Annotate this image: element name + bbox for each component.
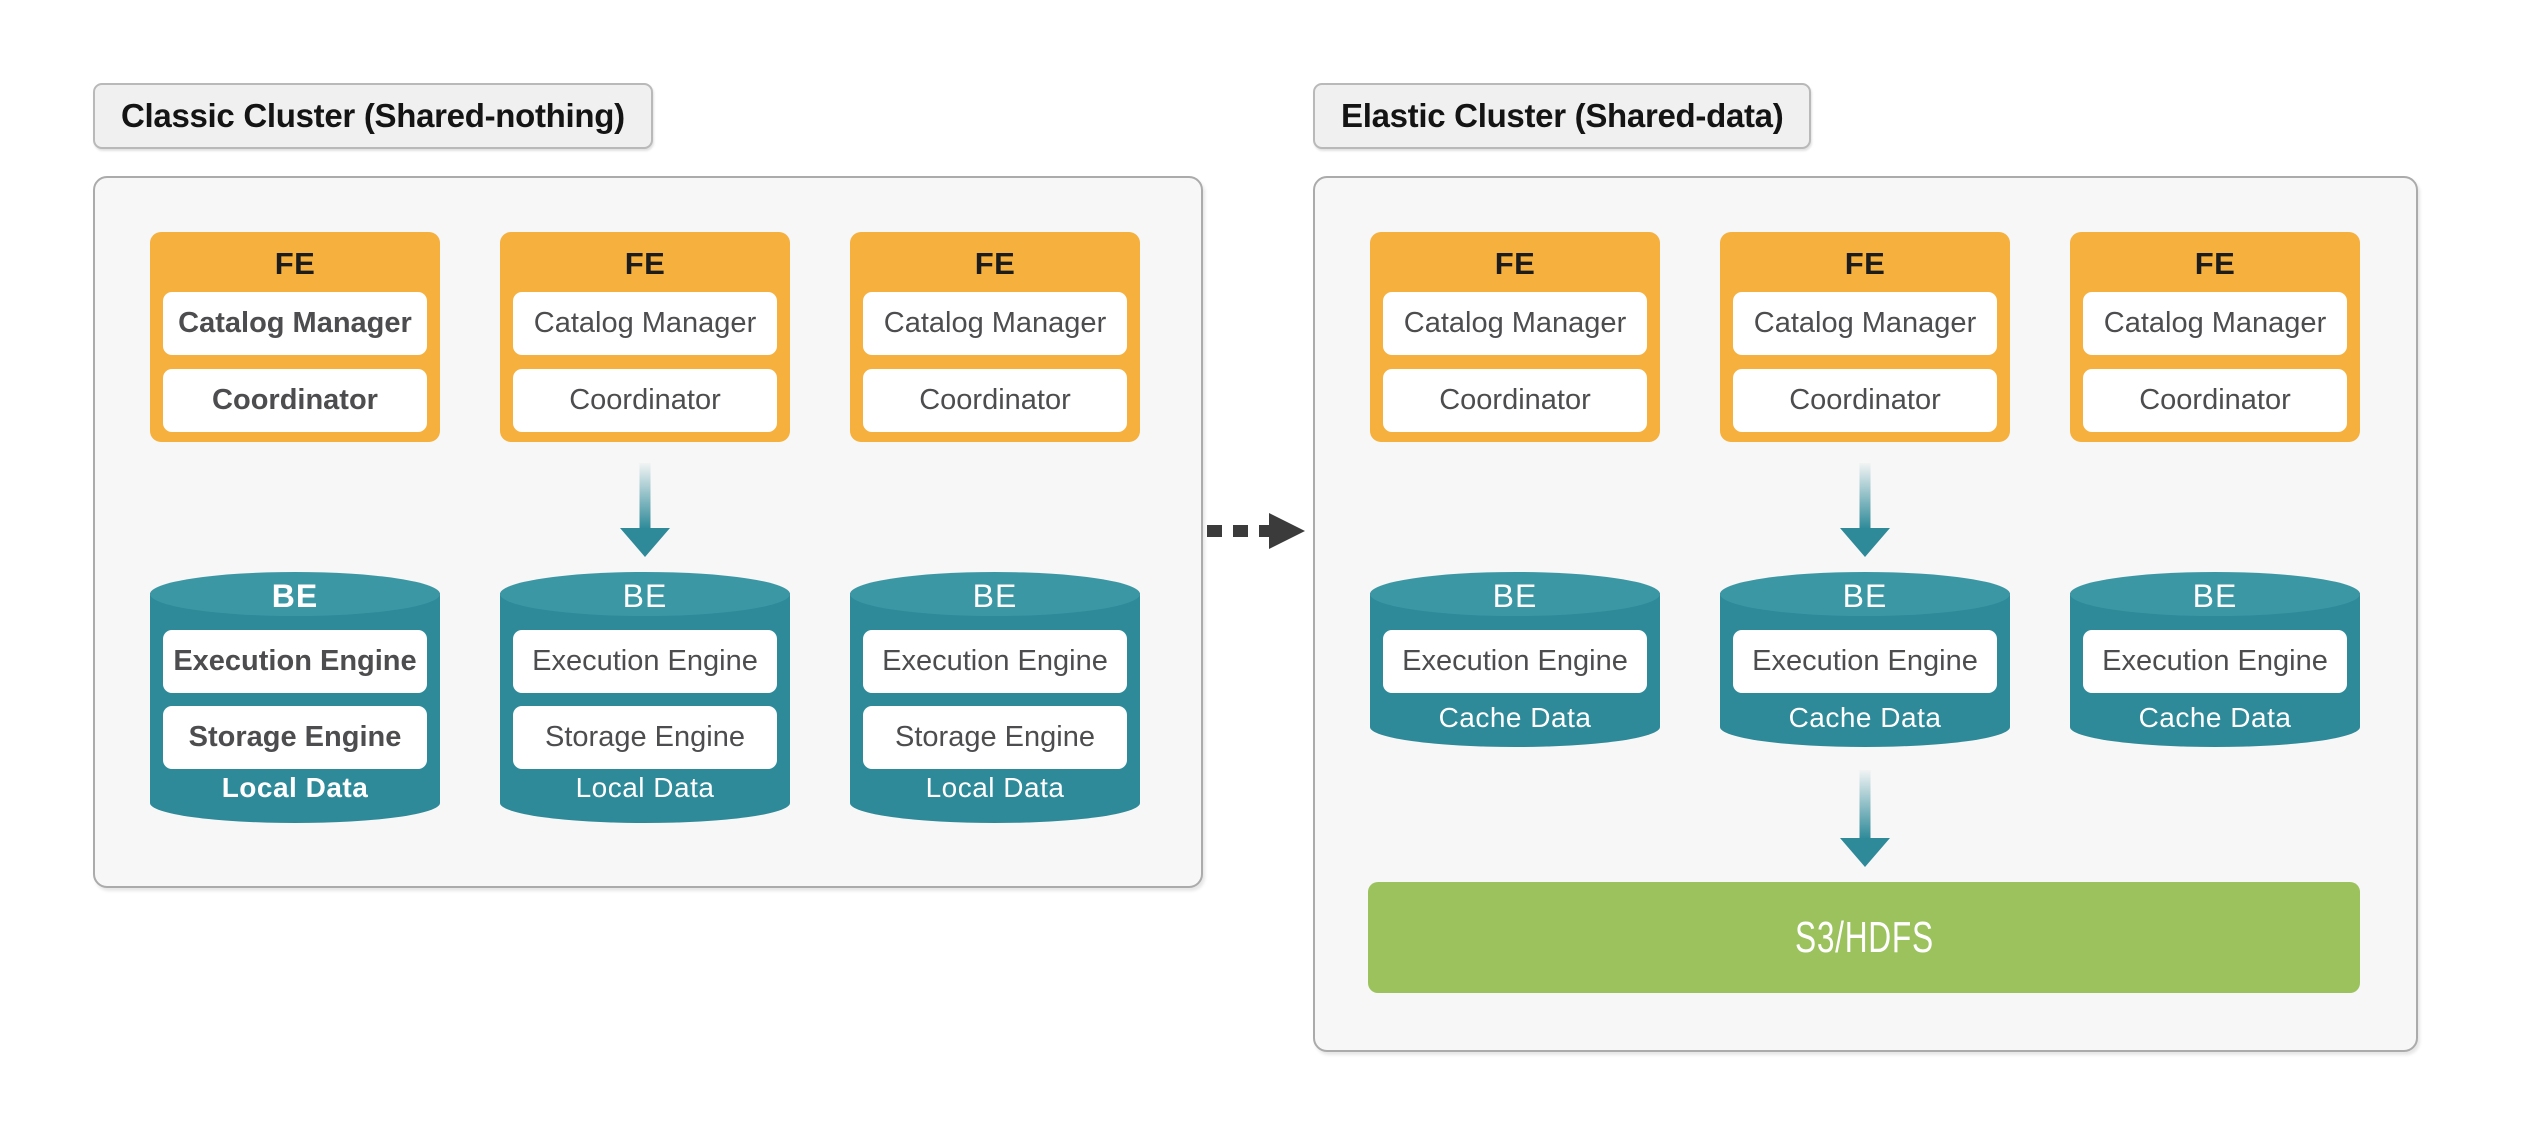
local-data-label: Local Data: [221, 772, 369, 803]
coordinator-box: Coordinator: [2083, 369, 2347, 432]
fe-label: FE: [274, 246, 316, 281]
elastic-cluster-title-badge: Elastic Cluster (Shared-data): [1313, 83, 1812, 149]
execution-engine-box: Execution Engine: [163, 630, 427, 693]
fe-node-classic-2: FE Catalog Manager Coordinator: [500, 232, 790, 442]
cylinder-bottom: [500, 783, 790, 823]
cylinder-top: [500, 572, 790, 616]
cylinder-top: [850, 572, 1140, 616]
catalog-manager-box: Catalog Manager: [863, 292, 1127, 355]
be-node-elastic-2: BE Execution Engine Cache Data: [1720, 572, 2010, 747]
fe-node-elastic-2: FE Catalog Manager Coordinator: [1720, 232, 2010, 442]
fe-node-classic-1: FE Catalog Manager Coordinator: [150, 232, 440, 442]
local-data-label: Local Data: [575, 772, 715, 803]
catalog-manager-box: Catalog Manager: [513, 292, 777, 355]
fe-label: FE: [1494, 246, 1536, 281]
coordinator-box: Coordinator: [1383, 369, 1647, 432]
execution-engine-box: Execution Engine: [1383, 630, 1647, 693]
fe-node-classic-3: FE Catalog Manager Coordinator: [850, 232, 1140, 442]
classic-cluster-title: Classic Cluster (Shared-nothing): [121, 97, 625, 134]
elastic-cluster-title: Elastic Cluster (Shared-data): [1341, 97, 1784, 134]
coordinator-box: Coordinator: [863, 369, 1127, 432]
cache-data-label: Cache Data: [1438, 702, 1592, 733]
fe-label: FE: [624, 246, 666, 281]
cylinder-bottom: [1720, 707, 2010, 747]
shared-storage-box: S3/HDFS: [1368, 882, 2360, 993]
fe-label: FE: [2194, 246, 2236, 281]
fe-label: FE: [974, 246, 1016, 281]
cache-data-label: Cache Data: [1788, 702, 1942, 733]
be-label: BE: [2192, 577, 2238, 614]
cylinder-bottom: [150, 783, 440, 823]
cylinder-top: [150, 572, 440, 616]
fe-label: FE: [1844, 246, 1886, 281]
be-node-elastic-1: BE Execution Engine Cache Data: [1370, 572, 1660, 747]
be-node-classic-3: BE Execution Engine Storage Engine Local…: [850, 572, 1140, 823]
catalog-manager-box: Catalog Manager: [1733, 292, 1997, 355]
be-label: BE: [271, 577, 319, 614]
fe-to-be-arrow-classic: [620, 463, 670, 557]
be-label: BE: [1842, 577, 1888, 614]
be-label: BE: [1492, 577, 1538, 614]
storage-engine-box: Storage Engine: [863, 706, 1127, 769]
cylinder-top: [1720, 572, 2010, 616]
storage-engine-box: Storage Engine: [163, 706, 427, 769]
execution-engine-box: Execution Engine: [1733, 630, 1997, 693]
catalog-manager-box: Catalog Manager: [163, 292, 427, 355]
fe-to-be-arrow-elastic: [1840, 463, 1890, 557]
fe-node-elastic-3: FE Catalog Manager Coordinator: [2070, 232, 2360, 442]
cylinder-bottom: [1370, 707, 1660, 747]
cylinder-top: [1370, 572, 1660, 616]
cache-data-label: Cache Data: [2138, 702, 2292, 733]
fe-node-elastic-1: FE Catalog Manager Coordinator: [1370, 232, 1660, 442]
catalog-manager-box: Catalog Manager: [1383, 292, 1647, 355]
coordinator-box: Coordinator: [163, 369, 427, 432]
execution-engine-box: Execution Engine: [2083, 630, 2347, 693]
coordinator-box: Coordinator: [1733, 369, 1997, 432]
local-data-label: Local Data: [925, 772, 1065, 803]
execution-engine-box: Execution Engine: [513, 630, 777, 693]
cylinder-top: [2070, 572, 2360, 616]
storage-engine-box: Storage Engine: [513, 706, 777, 769]
coordinator-box: Coordinator: [513, 369, 777, 432]
storage-label: S3/HDFS: [1794, 912, 1934, 962]
be-node-classic-2: BE Execution Engine Storage Engine Local…: [500, 572, 790, 823]
be-label: BE: [622, 577, 668, 614]
execution-engine-box: Execution Engine: [863, 630, 1127, 693]
be-node-elastic-3: BE Execution Engine Cache Data: [2070, 572, 2360, 747]
be-node-classic-1: BE Execution Engine Storage Engine Local…: [150, 572, 440, 823]
catalog-manager-box: Catalog Manager: [2083, 292, 2347, 355]
classic-cluster-title-badge: Classic Cluster (Shared-nothing): [93, 83, 653, 149]
be-to-storage-arrow: [1840, 770, 1890, 867]
migration-arrow-icon: [1207, 513, 1305, 549]
be-label: BE: [972, 577, 1018, 614]
cylinder-bottom: [850, 783, 1140, 823]
cylinder-bottom: [2070, 707, 2360, 747]
